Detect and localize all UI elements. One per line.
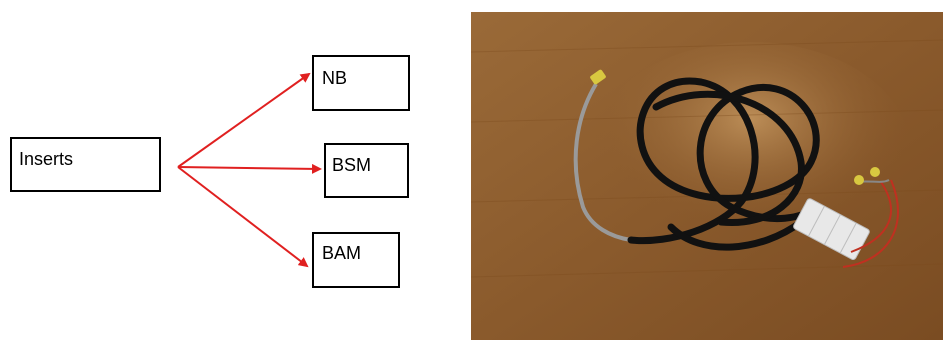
target-label-nb: NB <box>322 68 348 88</box>
source-box-inserts: Inserts <box>10 137 161 192</box>
arrow-to-nb <box>177 72 311 168</box>
arrows-layer <box>177 72 322 268</box>
target-label-bsm: BSM <box>332 155 372 175</box>
arrow-to-bam <box>177 166 309 268</box>
source-label: Inserts <box>19 149 74 169</box>
target-box-bsm: BSM <box>324 143 409 198</box>
arrow-to-bsm <box>177 163 322 174</box>
cable-assembly-photo <box>471 12 943 340</box>
target-label-bam: BAM <box>322 243 362 263</box>
target-box-nb: NB <box>312 55 410 111</box>
target-box-bam: BAM <box>312 232 400 288</box>
